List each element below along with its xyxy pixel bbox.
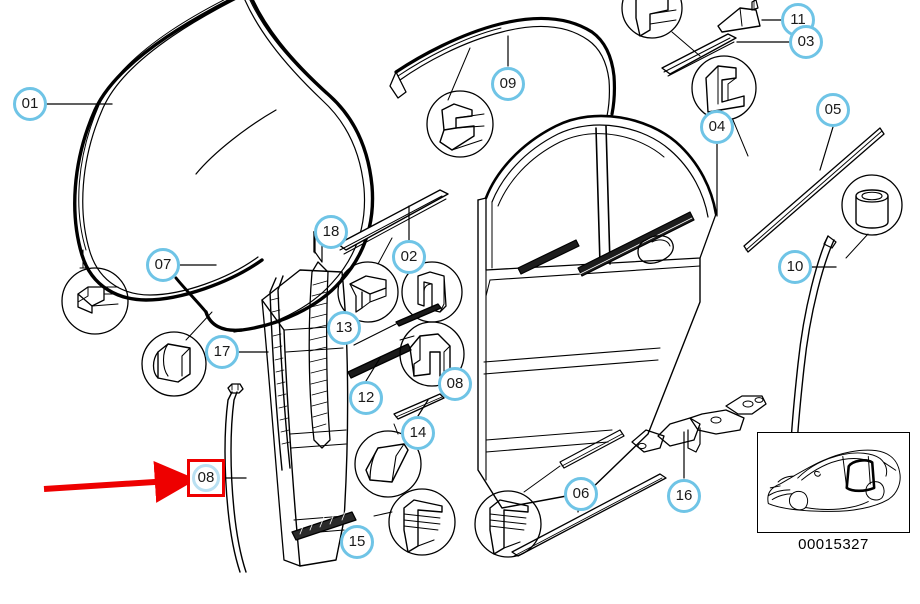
callout-number: 08 [446,375,464,392]
callout-08-highlighted[interactable]: 08 [187,459,225,497]
callout-09[interactable]: 09 [491,67,525,101]
callout-number: 07 [154,256,172,273]
callout-number: 04 [708,118,726,135]
callout-number: 10 [786,258,804,275]
callout-06[interactable]: 06 [564,477,598,511]
callout-number: 05 [824,101,842,118]
callout-15[interactable]: 15 [340,525,374,559]
callout-01[interactable]: 01 [13,87,47,121]
callout-number: 11 [790,11,806,28]
callout-number: 15 [348,533,366,550]
callout-number: 03 [797,33,815,50]
callout-number: 08 [197,469,215,486]
callout-number: 17 [213,343,231,360]
callout-16[interactable]: 16 [667,479,701,513]
callout-02[interactable]: 02 [392,240,426,274]
diagram-id-label: 00015327 [798,536,869,553]
callout-07[interactable]: 07 [146,248,180,282]
callout-number: 06 [572,485,590,502]
callout-17[interactable]: 17 [205,335,239,369]
callout-12[interactable]: 12 [349,381,383,415]
callout-number: 09 [499,75,517,92]
callout-number: 14 [409,424,427,441]
callout-03[interactable]: 03 [789,25,823,59]
callout-number: 01 [21,95,39,112]
sedan-thumbnail-icon [767,449,901,512]
callout-number: 13 [335,319,353,336]
callout-13[interactable]: 13 [327,311,361,345]
callout-number: 16 [675,487,693,504]
vehicle-thumbnail-box [757,432,910,533]
callout-05[interactable]: 05 [816,93,850,127]
callout-10[interactable]: 10 [778,250,812,284]
callout-04[interactable]: 04 [700,110,734,144]
callout-number: 18 [322,223,340,240]
callout-number: 12 [357,389,375,406]
callout-08[interactable]: 08 [438,367,472,401]
callout-14[interactable]: 14 [401,416,435,450]
callout-number: 02 [400,248,418,265]
callout-18[interactable]: 18 [314,215,348,249]
